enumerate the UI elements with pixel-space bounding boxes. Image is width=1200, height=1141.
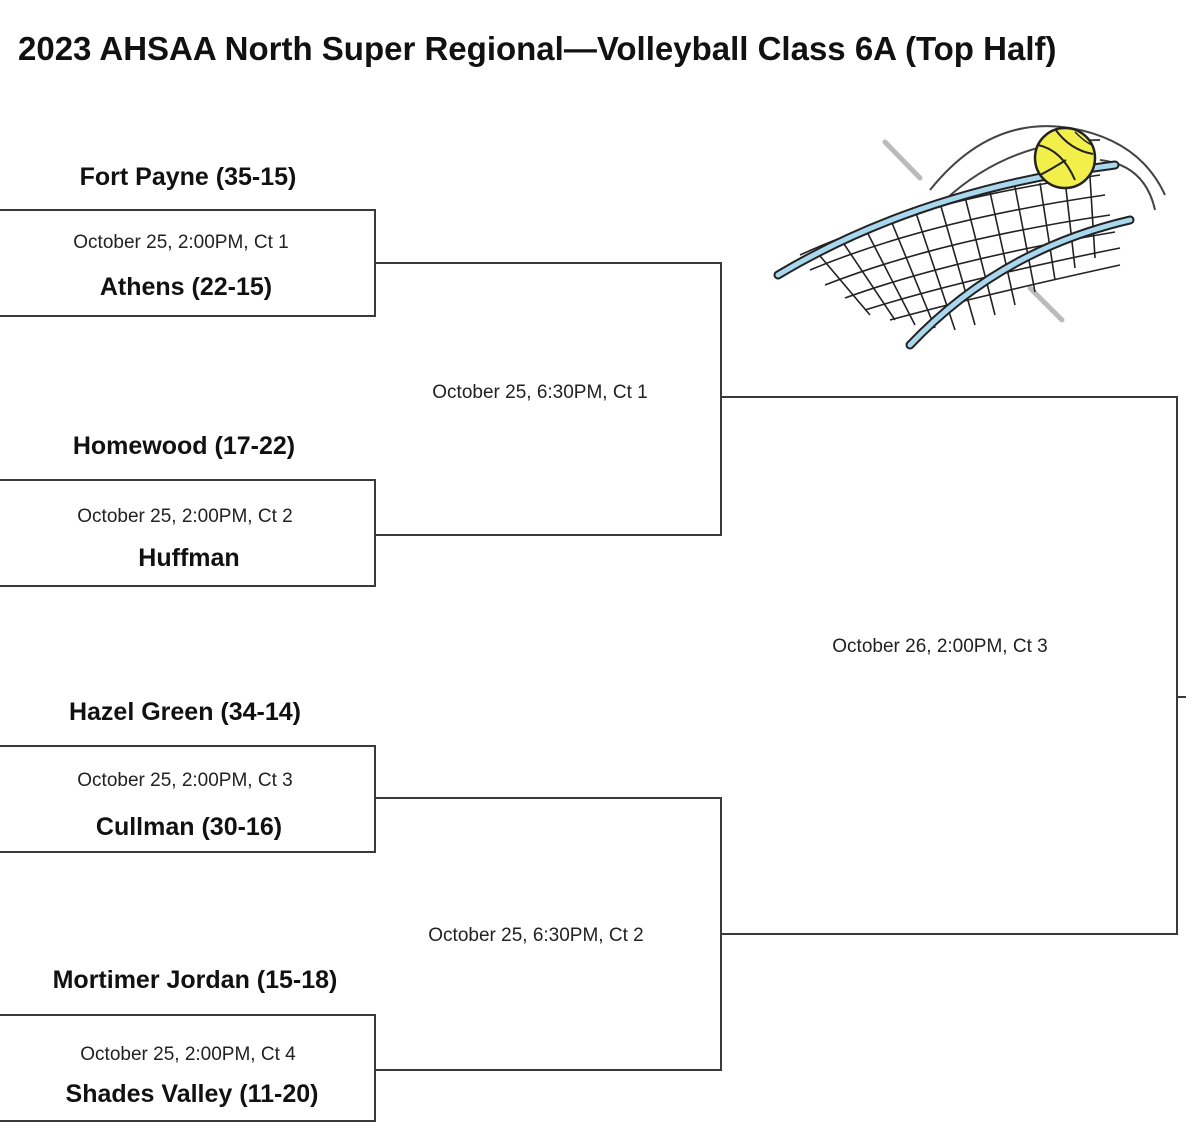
volleyball-net-icon	[770, 120, 1180, 365]
match-time-4: October 25, 2:00PM, Ct 4	[80, 1044, 296, 1065]
team-shades-valley: Shades Valley (11-20)	[65, 1080, 319, 1108]
connector-line	[376, 1069, 722, 1071]
team-fort-payne: Fort Payne (35-15)	[79, 163, 297, 191]
match-box-1: October 25, 2:00PM, Ct 1 Athens (22-15)	[0, 209, 376, 317]
team-cullman: Cullman (30-16)	[95, 813, 283, 841]
final-time: October 26, 2:00PM, Ct 3	[832, 636, 1048, 657]
connector-line	[720, 396, 1178, 398]
connector-line	[376, 262, 722, 264]
match-box-4: October 25, 2:00PM, Ct 4 Shades Valley (…	[0, 1014, 376, 1122]
connector-line	[1176, 396, 1178, 935]
team-homewood: Homewood (17-22)	[72, 432, 296, 460]
match-time-1: October 25, 2:00PM, Ct 1	[73, 232, 289, 253]
semifinal-time-2: October 25, 6:30PM, Ct 2	[428, 925, 644, 946]
page-title: 2023 AHSAA North Super Regional—Volleyba…	[18, 30, 1057, 67]
match-box-3: October 25, 2:00PM, Ct 3 Cullman (30-16)	[0, 745, 376, 853]
team-huffman: Huffman	[138, 544, 240, 572]
match-box-2: October 25, 2:00PM, Ct 2 Huffman	[0, 479, 376, 587]
semifinal-time-1: October 25, 6:30PM, Ct 1	[432, 382, 648, 403]
connector-line	[376, 797, 722, 799]
team-athens: Athens (22-15)	[99, 273, 273, 301]
match-time-3: October 25, 2:00PM, Ct 3	[77, 770, 293, 791]
connector-line	[720, 933, 1178, 935]
team-mortimer-jordan: Mortimer Jordan (15-18)	[52, 966, 338, 994]
connector-line	[720, 262, 722, 536]
team-hazel-green: Hazel Green (34-14)	[68, 698, 302, 726]
connector-line	[376, 534, 722, 536]
connector-stub	[1178, 696, 1186, 698]
match-time-2: October 25, 2:00PM, Ct 2	[77, 506, 293, 527]
